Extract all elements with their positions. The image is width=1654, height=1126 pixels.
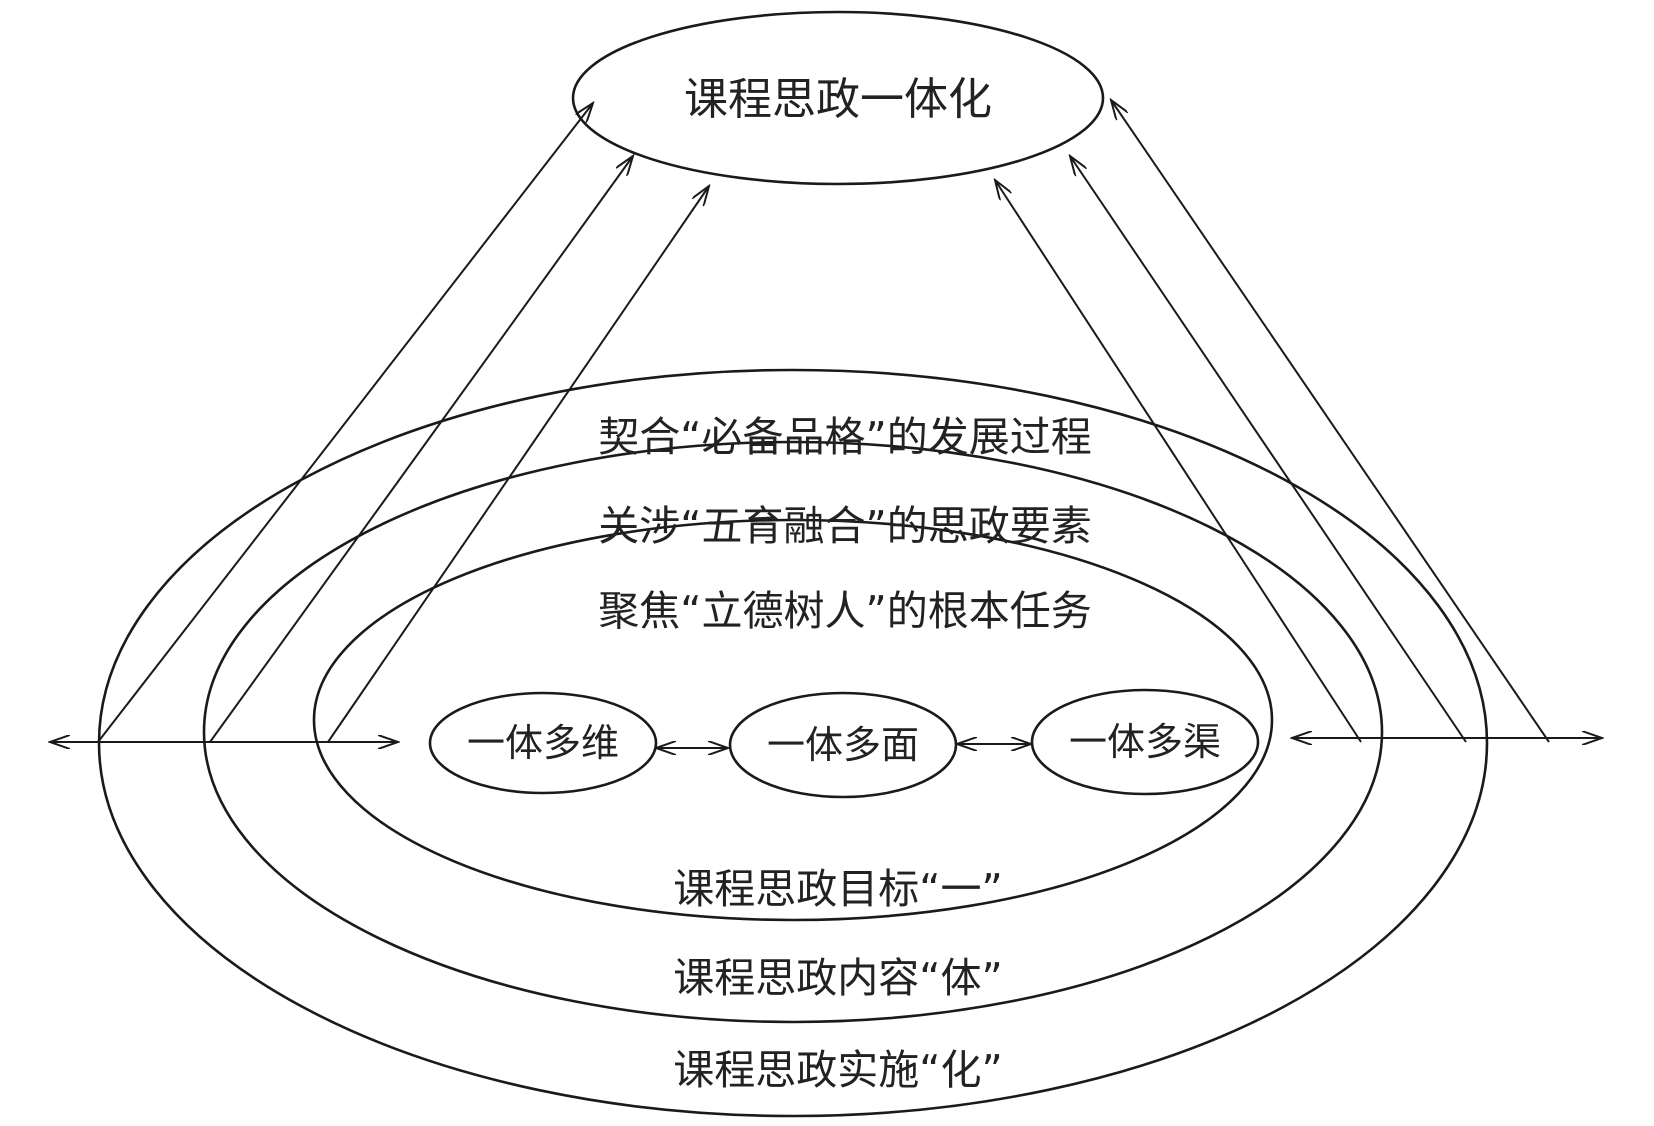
arrow-inner-left [327, 186, 709, 743]
bottom-label-implementation: 课程思政实施“化” [673, 1046, 1002, 1094]
top-node-label: 课程思政一体化 [684, 74, 992, 125]
core-node-2: 一体多面 [728, 691, 958, 799]
core-node-1-label: 一体多维 [467, 721, 619, 765]
arrow-inner-right [995, 180, 1362, 743]
middle-ring [202, 440, 1384, 1024]
bottom-label-goal: 课程思政目标“一” [673, 865, 1002, 913]
arrow-outer-left [97, 103, 593, 743]
core-node-2-label: 一体多面 [767, 723, 919, 767]
top-node-ellipse [571, 10, 1105, 186]
band-label-middle: 关涉“五育融合”的思政要素 [598, 502, 1091, 550]
core-node-3: 一体多渠 [1030, 688, 1260, 796]
core-node-2-ellipse [728, 691, 958, 799]
core-node-1-ellipse [428, 691, 658, 795]
arrow-outer-right [1111, 100, 1550, 743]
band-label-outer: 契合“必备品格”的发展过程 [598, 413, 1091, 461]
core-node-1: 一体多维 [428, 691, 658, 795]
inner-ring [312, 518, 1274, 922]
arrow-middle-right [1070, 156, 1467, 743]
core-node-3-label: 一体多渠 [1069, 720, 1221, 764]
arrow-middle-left [209, 156, 633, 743]
bottom-label-content: 课程思政内容“体” [673, 954, 1002, 1002]
band-label-inner: 聚焦“立德树人”的根本任务 [598, 587, 1091, 635]
core-node-3-ellipse [1030, 688, 1260, 796]
